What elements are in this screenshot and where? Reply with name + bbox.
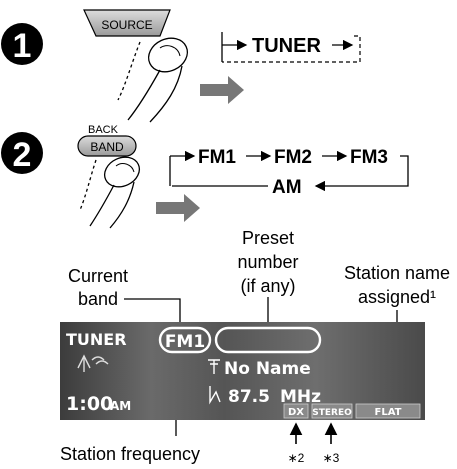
display-clock-suffix: AM: [110, 399, 131, 413]
display-frequency: 87.5: [228, 387, 270, 407]
back-label: BACK: [88, 124, 119, 136]
display-station-name: No Name: [224, 359, 311, 379]
step-2-badge: [1, 132, 43, 174]
display-stereo: STEREO: [312, 408, 352, 418]
display-band: FM1: [165, 332, 205, 352]
band-button[interactable]: [77, 135, 137, 157]
signal-icon: [77, 354, 109, 372]
step-1-number: 1: [13, 27, 32, 65]
press-motion-arrow-icon: [156, 194, 200, 222]
band-fm2: FM2: [274, 147, 312, 168]
band-fm3: FM3: [350, 147, 388, 168]
current-band-label-line2: band: [78, 289, 118, 309]
band-fm1: FM1: [198, 147, 236, 168]
source-button[interactable]: [83, 9, 171, 37]
step-2: 2 BACK BAND FM1 FM2 FM3 AM: [1, 124, 409, 229]
cycle-arrow-icon: [314, 155, 409, 192]
note-3: ∗3: [323, 451, 340, 465]
frequency-icon: [209, 386, 221, 405]
step-1-badge: [1, 23, 43, 65]
current-band-label-line1: Current: [68, 266, 128, 286]
step-2-number: 2: [13, 136, 32, 174]
dx-indicator-box: [283, 403, 309, 419]
preset-highlight: [214, 326, 322, 354]
band-highlight: [158, 326, 212, 354]
step-1: 1 SOURCE TUNER: [1, 9, 361, 123]
station-name-label-line1: Station name: [344, 263, 450, 283]
tuner-label: TUNER: [252, 35, 321, 57]
display-dx: DX: [288, 407, 304, 418]
display-clock: 1:00: [66, 393, 113, 415]
flow-return-line: [222, 35, 361, 63]
stereo-indicator-box: [311, 403, 353, 419]
display-sound-mode: FLAT: [375, 407, 402, 418]
station-name-label-line2: assigned¹: [358, 287, 436, 307]
sound-indicator-box: [355, 403, 421, 419]
station-frequency-label: Station frequency: [60, 444, 200, 464]
press-motion-arrow-icon: [200, 76, 244, 104]
display-source: TUNER: [66, 330, 127, 349]
preset-label-line1: Preset: [242, 228, 294, 248]
note-2: ∗2: [288, 451, 305, 465]
band-pointer: [124, 298, 181, 322]
tuner-display: TUNER FM1 No Name 87.5 MHz 1:00 AM D: [60, 322, 425, 420]
display-frequency-unit: MHz: [280, 387, 321, 407]
preset-label-line3: (if any): [240, 276, 295, 296]
finger-icon: [117, 37, 188, 123]
band-button-label: BAND: [90, 140, 124, 154]
band-am: AM: [272, 177, 302, 198]
name-icon: [208, 359, 220, 374]
finger-icon: [79, 156, 141, 229]
source-button-label: SOURCE: [101, 18, 152, 32]
callouts: Preset number (if any) Current band Stat…: [60, 228, 450, 465]
preset-label-line2: number: [237, 252, 298, 272]
